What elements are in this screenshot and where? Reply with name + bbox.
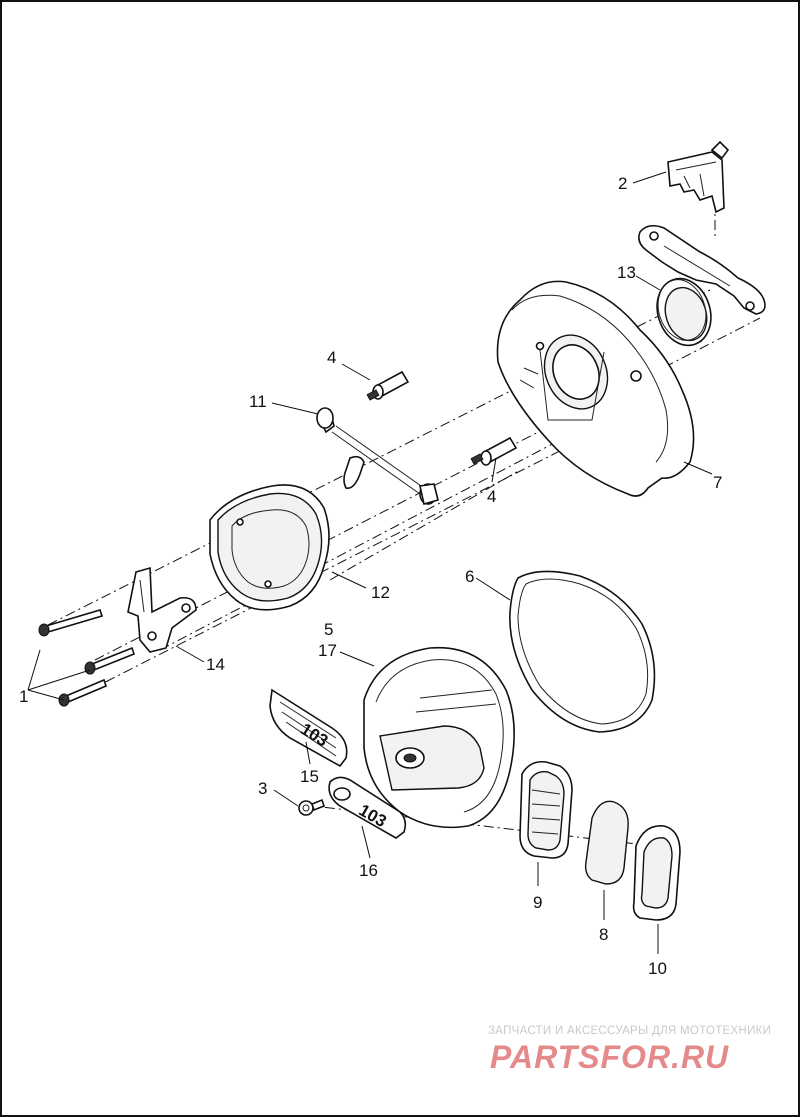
part-8-filter-pad	[584, 800, 629, 885]
callout-9: 9	[533, 893, 542, 912]
watermark-tagline: ЗАПЧАСТИ И АКСЕССУАРЫ ДЛЯ МОТОТЕХНИКИ	[488, 1025, 771, 1037]
part-3-screw	[298, 798, 325, 816]
part-1-screws	[38, 609, 135, 707]
callout-15: 15	[300, 767, 319, 786]
callout-labels: 2 13 4 11 4 7 12 6 5 17 14 1 15 3 16 9 8…	[19, 174, 722, 978]
watermark: ЗАПЧАСТИ И АКСЕССУАРЫ ДЛЯ МОТОТЕХНИКИ PA…	[488, 1025, 771, 1075]
callout-1: 1	[19, 687, 28, 706]
part-10-filter-frame	[632, 825, 681, 921]
callout-10: 10	[648, 959, 667, 978]
callout-14: 14	[206, 655, 225, 674]
part-9-filter-element	[519, 760, 573, 859]
callout-16: 16	[359, 861, 378, 880]
part-14-mounting-bracket	[127, 566, 197, 653]
part-4-lower-bolt	[470, 436, 518, 466]
part-2-clip	[667, 140, 730, 214]
part-5-17-cover	[363, 646, 515, 829]
part-4-upper-bolt	[366, 370, 410, 401]
callout-6: 6	[465, 567, 474, 586]
part-13-bracket-plate	[638, 224, 766, 315]
part-16-medallion: 103	[328, 776, 407, 839]
part-6-seal-ring	[509, 570, 656, 733]
part-12-filter-adapter	[209, 484, 330, 611]
leader-lines	[27, 171, 713, 954]
screw-middle	[84, 646, 135, 675]
callout-13: 13	[617, 263, 636, 282]
callout-11: 11	[249, 392, 267, 411]
part-11-breather-hose	[316, 407, 439, 506]
screw-bottom	[58, 678, 107, 707]
callout-3: 3	[258, 779, 267, 798]
callout-5: 5	[324, 620, 333, 639]
callout-17: 17	[318, 641, 337, 660]
callout-2: 2	[618, 174, 627, 193]
callout-4-upper: 4	[327, 348, 336, 367]
part-13-ring	[656, 277, 712, 347]
part-7-backplate	[496, 280, 695, 497]
watermark-brand: PARTSFOR.RU	[490, 1039, 729, 1075]
callout-7: 7	[713, 473, 722, 492]
callout-4-lower: 4	[487, 487, 496, 506]
callout-8: 8	[599, 925, 608, 944]
callout-12: 12	[371, 583, 390, 602]
screw-top	[38, 609, 104, 637]
part-15-side-insert: 103	[269, 688, 348, 768]
